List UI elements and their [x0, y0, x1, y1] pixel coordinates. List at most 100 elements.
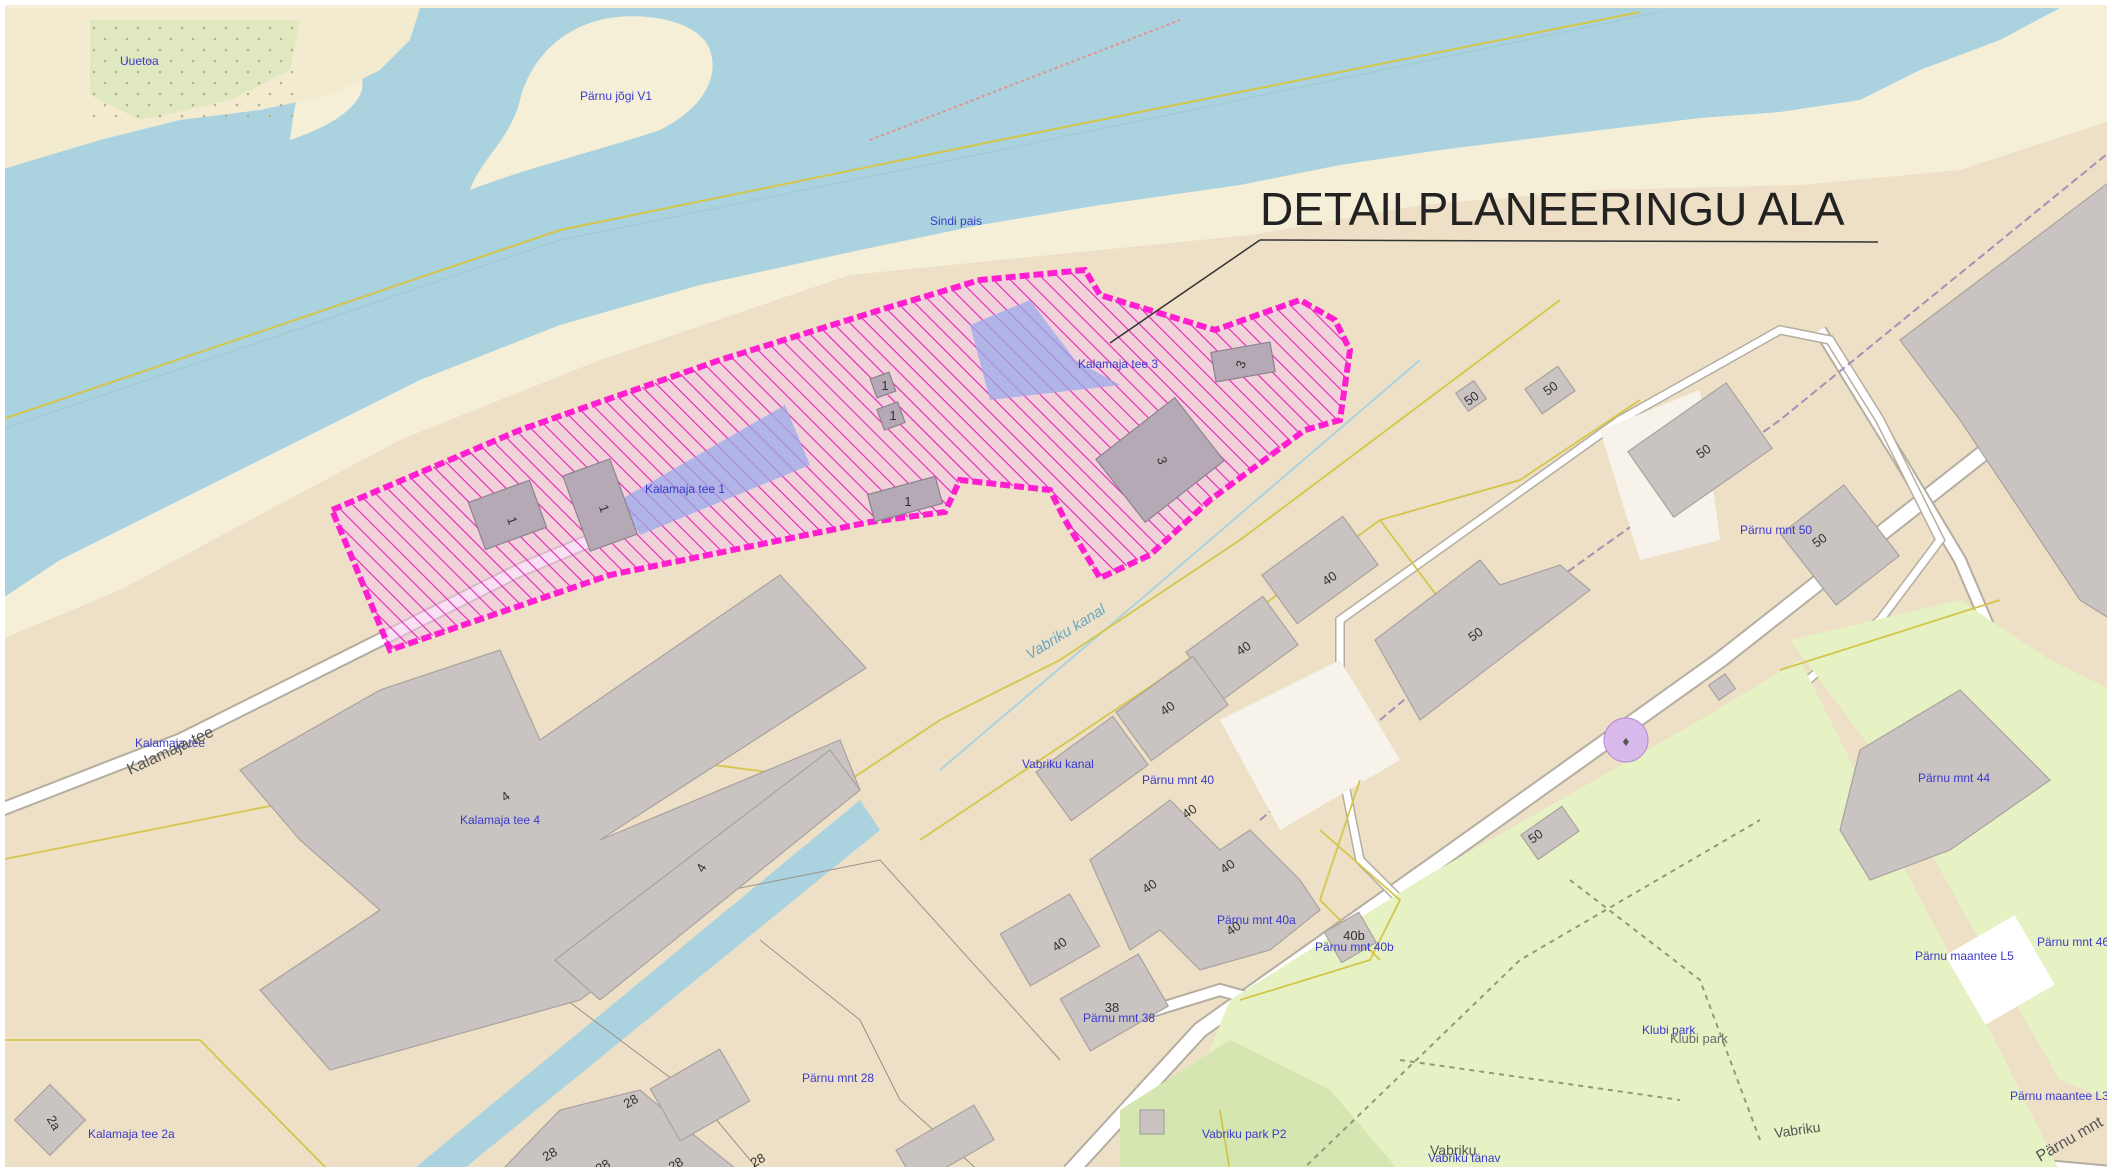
plan-building-2[interactable] [562, 458, 638, 552]
building-40-row-4[interactable] [1035, 715, 1149, 822]
label-parnu-mnt-40b: Pärnu mnt 40b [1315, 940, 1394, 954]
num-50-a: 50 [1461, 388, 1481, 409]
label-klubi-park: Klubi park [1642, 1023, 1696, 1037]
vabriku-park-area[interactable] [1120, 1040, 1400, 1172]
label-parnu-jogi: Pärnu jõgi V1 [580, 89, 652, 103]
num-50-b: 50 [1540, 378, 1560, 399]
label-kalamaja-tee-3: Kalamaja tee 3 [1078, 357, 1158, 371]
label-parnu-maantee-l3: Pärnu maantee L3 [2010, 1089, 2109, 1103]
num-3-b: 3 [1232, 358, 1249, 370]
plan-block-blue-left[interactable] [620, 405, 810, 535]
building-far-right[interactable] [1899, 179, 2112, 621]
north-bank-dots [90, 20, 300, 120]
num-40-d: 40 [1179, 801, 1199, 822]
num-1-e: 1 [904, 494, 911, 509]
building-40-row-3[interactable] [1115, 655, 1229, 762]
label-kalamaja-tee-2a: Kalamaja tee 2a [88, 1127, 175, 1141]
num-40-f: 40 [1139, 876, 1159, 897]
label-sindi-pais: Sindi pais [930, 214, 982, 228]
plan-building-1[interactable] [467, 479, 548, 551]
open-area [1220, 660, 1400, 830]
park-paths [1299, 819, 1761, 1172]
label-vabriku-park-p2: Vabriku park P2 [1202, 1127, 1287, 1141]
plan-block-blue-right[interactable] [970, 300, 1120, 400]
num-1-a: 1 [504, 514, 521, 526]
label-parnu-mnt-44: Pärnu mnt 44 [1918, 771, 1990, 785]
klubi-park-area[interactable] [1160, 660, 2060, 1172]
label-parnu-mnt-40: Pärnu mnt 40 [1142, 773, 1214, 787]
fountain-icon: ♦ [1622, 733, 1629, 749]
building-50-right[interactable] [1779, 484, 1901, 606]
num-1-b: 1 [596, 502, 613, 514]
num-38: 38 [1105, 1000, 1119, 1015]
num-3-a: 3 [1154, 454, 1171, 466]
building-bottom-left[interactable] [1139, 1109, 1165, 1135]
building-50-small-3[interactable] [1520, 805, 1580, 861]
plan-building-5[interactable] [876, 401, 906, 431]
dam-line [869, 19, 1181, 141]
building-50-small-1[interactable] [1454, 379, 1488, 413]
plan-building-7[interactable] [1210, 341, 1276, 383]
plan-area[interactable] [328, 266, 1354, 654]
label-uuetoa: Uuetoa [120, 54, 159, 68]
num-40-e: 40 [1217, 856, 1237, 877]
label-vabriku-road: Vabriku [1430, 1142, 1476, 1158]
callout-underline [1259, 239, 1879, 243]
num-40-h: 40 [1049, 934, 1069, 955]
building-40-cluster[interactable] [1089, 799, 1321, 971]
river-line-1 [0, 11, 1641, 421]
building-50-small-2[interactable] [1524, 365, 1576, 415]
building-2a[interactable] [13, 1083, 87, 1157]
label-klubi-park-2: Klubi park [1670, 1031, 1728, 1046]
building-40-small[interactable] [999, 893, 1101, 987]
num-28-b: 28 [540, 1144, 560, 1164]
building-near-park[interactable] [1323, 911, 1378, 964]
label-parnu-mnt-40a: Pärnu mnt 40a [1217, 913, 1296, 927]
label-vabriku-tanav: Vabriku tänav [1428, 1151, 1501, 1165]
label-kalamaja-tee-1: Kalamaja tee 1 [645, 482, 725, 496]
building-28-side[interactable] [649, 1048, 751, 1142]
num-40-g: 40 [1223, 918, 1243, 939]
label-parnu-maantee-l5: Pärnu maantee L5 [1915, 949, 2014, 963]
building-50-tiny[interactable] [1707, 673, 1737, 701]
num-1-c: 1 [881, 378, 888, 393]
callout-leader [1109, 239, 1261, 344]
num-40-b: 40 [1233, 638, 1253, 659]
label-parnu-mnt-46: Pärnu mnt 46 [2037, 935, 2109, 949]
label-kalamaja-tee-4: Kalamaja tee 4 [460, 813, 540, 827]
label-vabriku-kanal-addr: Vabriku kanal [1022, 757, 1094, 771]
building-kalamaja-4b[interactable] [554, 749, 861, 1001]
num-50-d: 50 [1809, 530, 1829, 551]
num-50-f: 50 [1525, 826, 1545, 847]
building-50-top[interactable] [1627, 381, 1773, 519]
buildings [13, 179, 2112, 1172]
building-38[interactable] [1059, 953, 1170, 1052]
num-40b: 40b [1343, 928, 1365, 943]
callout-title: DETAILPLANEERINGU ALA [1260, 183, 1845, 235]
label-parnu-mnt-50: Pärnu mnt 50 [1740, 523, 1812, 537]
label-parnu-mnt-28: Pärnu mnt 28 [802, 1071, 874, 1085]
num-28-e: 28 [748, 1150, 768, 1170]
fountain-marker[interactable] [1603, 717, 1649, 763]
num-40-a: 40 [1319, 568, 1339, 589]
building-44[interactable] [1839, 689, 2051, 881]
building-kalamaja-4[interactable] [239, 574, 867, 1071]
num-28-a: 28 [621, 1091, 641, 1111]
vabriku-canal-water[interactable] [410, 800, 880, 1172]
building-40-row-1[interactable] [1261, 515, 1379, 625]
label-parnu-mnt-38: Pärnu mnt 38 [1083, 1011, 1155, 1025]
label-kalamaja-tee: Kalamaja tee [135, 736, 205, 750]
plan-building-3[interactable] [866, 475, 944, 523]
white-lot [1945, 915, 2055, 1025]
building-50-main[interactable] [1374, 559, 1591, 721]
plan-building-4[interactable] [869, 371, 897, 399]
sandbar-island [470, 16, 713, 190]
num-1-d: 1 [889, 408, 896, 423]
plan-building-6[interactable] [1095, 396, 1225, 524]
plan-buildings [467, 341, 1276, 552]
num-50-e: 50 [1465, 624, 1485, 645]
label-vabriku-road-right: Vabriku [1773, 1119, 1821, 1141]
num-50-c: 50 [1693, 441, 1713, 462]
river-line-2 [0, 11, 1661, 431]
